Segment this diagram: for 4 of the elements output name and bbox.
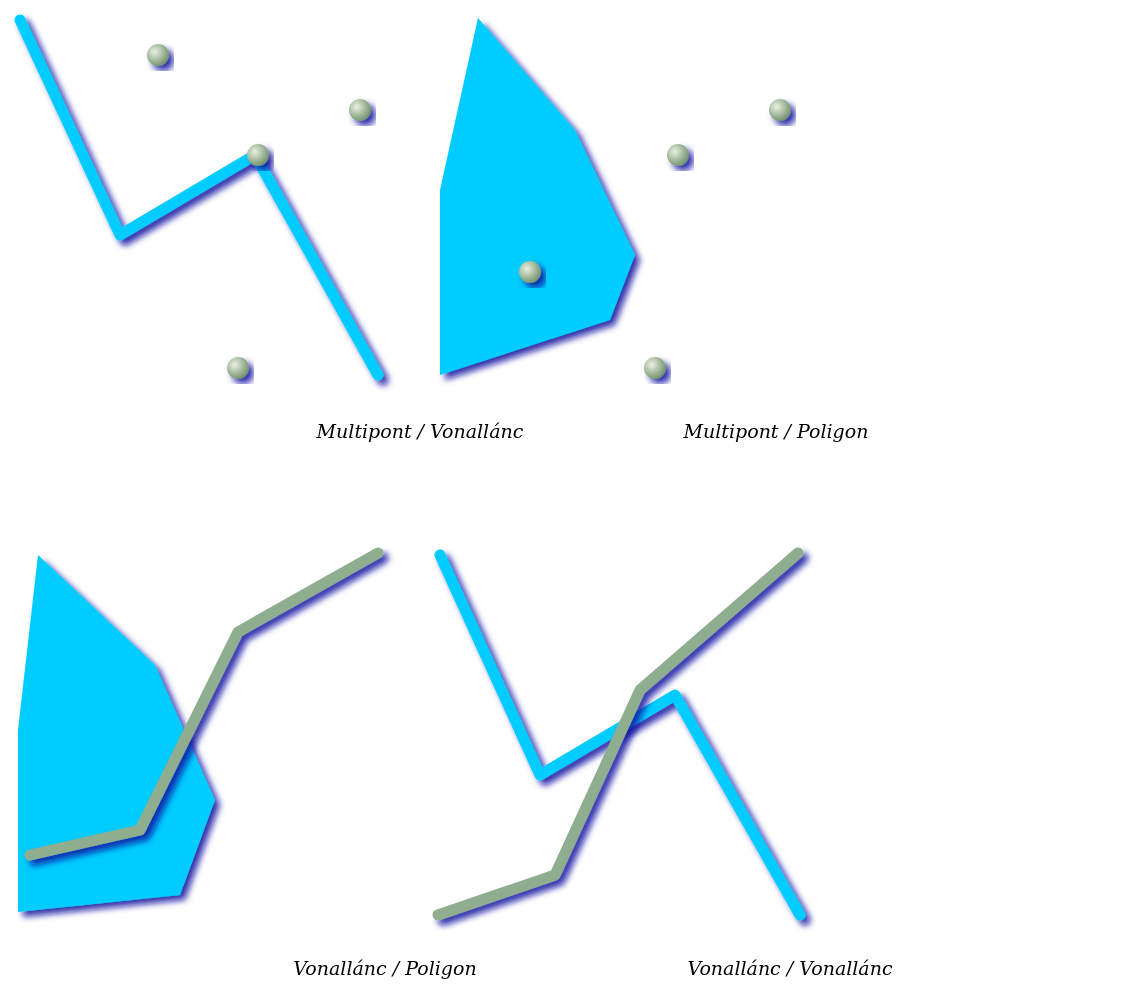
caption: Multipont / Vonallánc [316, 420, 524, 442]
caption: Vonallánc / Poligon [293, 957, 477, 979]
caption: Vonallánc / Vonallánc [687, 957, 893, 979]
caption: Multipont / Poligon [683, 420, 869, 442]
